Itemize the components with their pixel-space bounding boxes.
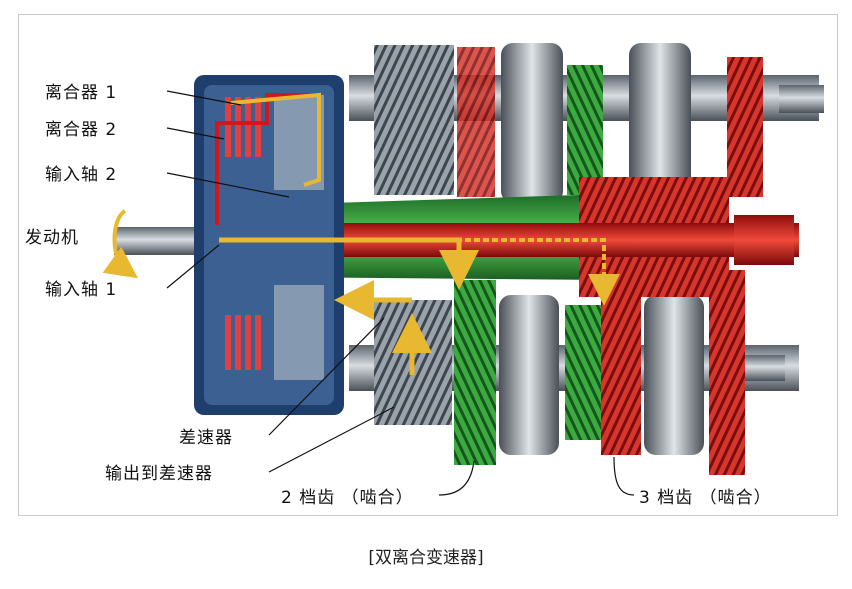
yellow-flow-clutch1 (230, 92, 321, 187)
label-input-shaft2: 输入轴 2 (45, 165, 118, 185)
upper-gear-4 (727, 57, 763, 197)
leader-gear3 (613, 456, 635, 496)
lower-synchronizer-2 (644, 295, 704, 455)
figure-caption: [双离合变速器] (368, 548, 484, 568)
leader-differential (268, 317, 385, 436)
leader-gear2 (438, 460, 475, 496)
leader-output (268, 406, 395, 473)
label-output-to-differential: 输出到差速器 (105, 464, 213, 484)
label-gear3: 3 档齿 （啮合） (639, 488, 772, 508)
transmission-illustration (102, 43, 824, 496)
leader-lines (166, 90, 635, 496)
upper-gear-2 (457, 47, 495, 197)
clutch-piston-lower (274, 285, 324, 380)
input-shaft-end (734, 215, 794, 265)
label-input-shaft1: 输入轴 1 (45, 280, 118, 300)
lower-gear-2 (565, 305, 601, 440)
upper-gear-3 (567, 65, 603, 195)
label-clutch1: 离合器 1 (45, 83, 118, 103)
clutch1-plates (225, 97, 261, 370)
leader-clutch1 (166, 90, 242, 106)
diagram-frame: 离合器 1 离合器 2 输入轴 2 发动机 输入轴 1 差速器 输出到差速器 2… (18, 14, 838, 516)
label-clutch2: 离合器 2 (45, 120, 118, 140)
lower-synchronizer-1 (499, 295, 559, 455)
upper-synchronizer-1 (501, 43, 563, 203)
label-engine: 发动机 (25, 228, 79, 248)
leader-input-shaft1 (166, 244, 220, 289)
leader-clutch2 (166, 127, 225, 140)
engine-rotation-arrow (102, 209, 139, 279)
clutch-piston-upper (274, 95, 324, 190)
label-differential: 差速器 (179, 428, 233, 448)
upper-synchronizer-2 (629, 43, 691, 203)
label-gear2: 2 档齿 （啮合） (281, 488, 414, 508)
lower-shaft-end (745, 355, 785, 381)
leader-input-shaft2 (166, 172, 290, 198)
upper-shaft-end (779, 85, 824, 113)
upper-gear-1 (374, 45, 454, 195)
yellow-flow-to-gear3 (249, 238, 620, 306)
lower-gear-4 (709, 270, 745, 475)
second-gear (454, 280, 496, 465)
